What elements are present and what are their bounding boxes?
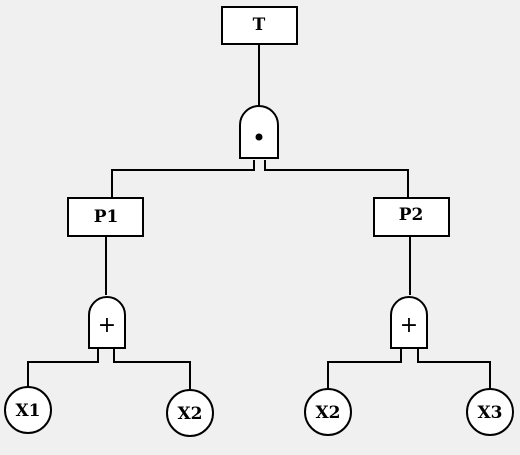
and-gate-dot-icon: [255, 133, 263, 141]
basic-event-x2-left: X2: [166, 389, 214, 437]
connector-or1-to-x2: [113, 348, 191, 390]
x2-left-circle: [166, 389, 214, 437]
x2-right-circle: [304, 388, 352, 436]
p1-box: [67, 197, 144, 237]
x2-right-label: X2: [315, 403, 340, 423]
connector-lines: [27, 44, 491, 390]
x1-circle: [4, 386, 52, 434]
or-gate-p1: +: [88, 296, 126, 349]
or-gate-p1-symbol: +: [98, 313, 116, 338]
top-event-box: [221, 6, 298, 45]
or-gate-p2: +: [390, 296, 428, 349]
x3-circle: [466, 388, 514, 436]
intermediate-event-p1: P1: [67, 197, 144, 237]
connector-or2-to-x3: [417, 348, 491, 390]
connector-or2-to-x2: [327, 348, 402, 390]
basic-event-x2-right: X2: [304, 388, 352, 436]
connector-and-to-p1: [111, 160, 255, 198]
connector-and-to-p2: [264, 160, 409, 198]
x2-left-label: X2: [177, 404, 202, 424]
or-gate-p2-symbol: +: [400, 313, 418, 338]
p2-box: [373, 197, 450, 237]
top-event-label: T: [253, 15, 266, 35]
x1-label: X1: [15, 401, 40, 421]
top-event: T: [221, 6, 298, 45]
and-gate-shape: [239, 105, 279, 159]
x3-label: X3: [477, 403, 502, 423]
basic-event-x1: X1: [4, 386, 52, 434]
or-gate-p1-shape: [88, 296, 126, 349]
and-gate: [239, 105, 279, 159]
or-gate-p2-shape: [390, 296, 428, 349]
p1-label: P1: [94, 207, 119, 227]
basic-event-x3: X3: [466, 388, 514, 436]
connector-or1-to-x1: [27, 348, 99, 388]
p2-label: P2: [399, 205, 424, 225]
intermediate-event-p2: P2: [373, 197, 450, 237]
